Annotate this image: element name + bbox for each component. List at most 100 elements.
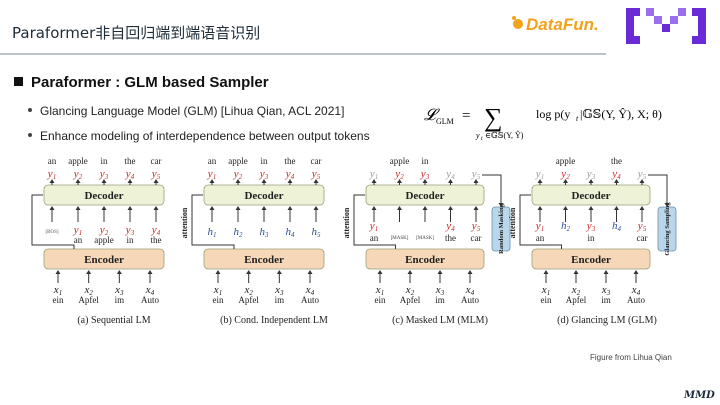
arrow-head-icon xyxy=(371,179,377,183)
decoder-label: Decoder xyxy=(84,190,123,202)
input-word: ein xyxy=(541,295,552,305)
output-word: car xyxy=(151,156,162,166)
arrow-head-icon xyxy=(639,206,645,210)
arrow-head-icon xyxy=(49,179,55,183)
arrow-head-icon xyxy=(261,179,267,183)
arrow-head-icon xyxy=(49,206,55,210)
section-title: Paraformer : GLM based Sampler xyxy=(14,74,269,91)
arrow-head-icon xyxy=(397,179,402,183)
arrow-head-icon xyxy=(371,206,377,210)
input-word: ein xyxy=(53,295,64,305)
output-symbol: y5 xyxy=(151,168,161,181)
arrow-head-icon xyxy=(537,206,543,210)
input-symbol: x4 xyxy=(631,284,641,297)
arrow-head-icon xyxy=(467,270,473,274)
arrow-head-icon xyxy=(313,206,319,210)
formula-sum-sub-t: t xyxy=(481,136,483,142)
output-symbol: y4 xyxy=(125,168,135,181)
arrow-head-icon xyxy=(235,206,241,210)
arrow-head-icon xyxy=(209,179,215,183)
output-symbol: y4 xyxy=(611,168,621,181)
decoder-input: y4 xyxy=(151,224,161,237)
arrow-head-icon xyxy=(235,179,241,183)
arrow-head-icon xyxy=(116,270,122,274)
arrow-head-icon xyxy=(664,203,670,207)
input-word: ein xyxy=(375,295,386,305)
attention-label: attention xyxy=(180,207,189,238)
decoder-input-symbol: y5 xyxy=(637,220,647,233)
input-symbol: x1 xyxy=(375,284,384,297)
mask-token: [MASK] xyxy=(391,236,409,241)
arrow-head-icon xyxy=(127,206,133,210)
panel-caption: (d) Glancing LM (GLM) xyxy=(557,315,657,326)
input-word: Auto xyxy=(141,295,160,305)
input-word: Apfel xyxy=(238,295,259,305)
formula-lhs-sub: GLM xyxy=(436,117,454,126)
decoder-input-word: in xyxy=(587,233,595,243)
input-word: im xyxy=(601,295,611,305)
side-module-connector xyxy=(648,174,668,205)
input-symbol: x1 xyxy=(53,284,62,297)
decoder-input-word: an xyxy=(370,233,379,243)
output-symbol: y1 xyxy=(535,168,544,181)
input-symbol: x4 xyxy=(465,284,475,297)
arrow-head-icon xyxy=(639,179,645,183)
arrow-head-icon xyxy=(448,179,453,183)
output-word: in xyxy=(100,156,108,166)
arrow-head-icon xyxy=(473,179,479,183)
output-symbol: y2 xyxy=(560,168,570,181)
input-symbol: x3 xyxy=(601,284,611,297)
decoder-input-symbol: h4 xyxy=(612,220,622,233)
encoder-box xyxy=(43,248,165,270)
input-word: Auto xyxy=(461,295,480,305)
decoder-input-symbol: h2 xyxy=(561,220,571,233)
arrow-head-icon xyxy=(313,179,319,183)
arrow-head-icon xyxy=(55,270,61,274)
output-word: apple xyxy=(228,156,248,166)
decoder-input: h1 xyxy=(208,226,217,239)
output-word: car xyxy=(311,156,322,166)
arrow-head-icon xyxy=(573,270,579,274)
output-symbol: y3 xyxy=(420,168,430,181)
arrow-head-icon xyxy=(287,206,293,210)
input-symbol: x1 xyxy=(541,284,550,297)
output-symbol: y2 xyxy=(73,168,83,181)
arrow-head-icon xyxy=(437,270,443,274)
encoder-box xyxy=(365,248,485,270)
output-symbol: y4 xyxy=(445,168,455,181)
brand-mark-icon xyxy=(626,8,706,44)
arrow-head-icon xyxy=(633,270,639,274)
output-symbol: y2 xyxy=(394,168,404,181)
arrow-head-icon xyxy=(261,206,267,210)
decoder-input: h4 xyxy=(286,226,296,239)
panel-caption: (a) Sequential LM xyxy=(77,315,150,326)
output-symbol: y5 xyxy=(471,168,481,181)
decoder-input-symbol: y5 xyxy=(471,220,481,233)
input-symbol: x2 xyxy=(83,284,93,297)
encoder-label: Encoder xyxy=(244,254,284,266)
arrow-head-icon xyxy=(543,270,549,274)
decoder-input: [BOS] xyxy=(45,230,58,235)
output-symbol: y3 xyxy=(99,168,109,181)
arrow-head-icon xyxy=(603,270,609,274)
decoder-input-word: the xyxy=(445,233,456,243)
logo-dot-small-icon xyxy=(512,16,516,20)
arrow-head-icon xyxy=(101,206,107,210)
input-word: im xyxy=(115,295,125,305)
formula-body-rest: |𝔾𝕊(Y, Ŷ), X; θ) xyxy=(580,107,662,121)
output-symbol: y3 xyxy=(586,168,596,181)
input-word: Auto xyxy=(627,295,646,305)
output-symbol: y4 xyxy=(285,168,295,181)
output-word: the xyxy=(285,156,296,166)
bullet-item: Glancing Language Model (GLM) [Lihua Qia… xyxy=(28,104,344,118)
square-bullet-icon xyxy=(14,77,23,86)
attention-label: attention xyxy=(508,207,517,238)
decoder-input: h2 xyxy=(234,226,244,239)
decoder-input-word: an xyxy=(74,235,83,245)
arrow-head-icon xyxy=(563,179,568,183)
encoder-label: Encoder xyxy=(571,254,611,266)
decoder-label: Decoder xyxy=(244,190,283,202)
arrow-head-icon xyxy=(127,179,133,183)
